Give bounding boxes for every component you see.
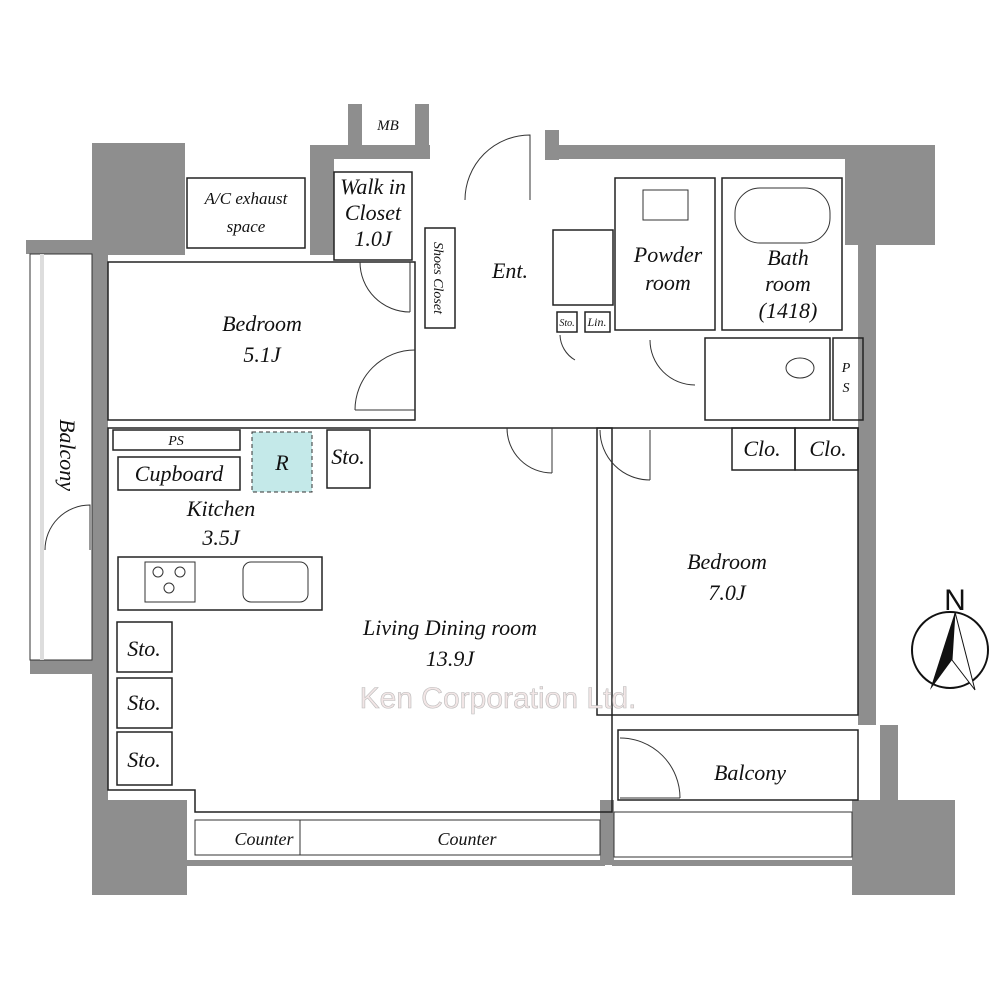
label-balcony-left: Balcony [55, 419, 80, 491]
label-closet1: Clo. [743, 436, 780, 461]
label-ac2: space [227, 217, 266, 236]
label-linen: Lin. [586, 315, 606, 329]
ps-right [832, 337, 864, 421]
label-counter2: Counter [437, 829, 497, 849]
label-ps-left: PS [167, 434, 184, 449]
north-compass-icon: N [911, 584, 989, 691]
refrigerator-space [251, 431, 313, 493]
balcony-rail [613, 811, 853, 858]
bedroom-1 [107, 261, 416, 421]
label-bedroom1-name: Bedroom [222, 311, 302, 336]
storage-small [556, 311, 578, 333]
ac-exhaust-space [186, 177, 306, 249]
compass-label: N [944, 584, 966, 617]
stove-icon [144, 561, 196, 603]
label-balcony-right: Balcony [714, 760, 786, 785]
shower [552, 229, 614, 306]
label-bath2: room [765, 271, 811, 296]
label-bath1: Bath [767, 245, 809, 270]
powder-room [614, 177, 716, 331]
label-wic3: 1.0J [354, 226, 393, 251]
label-ps-right2: S [843, 381, 850, 396]
balcony-right [617, 729, 859, 801]
label-bedroom2-size: 7.0J [708, 580, 747, 605]
walls [26, 104, 955, 895]
bathtub-icon [734, 187, 831, 244]
kitchen-counter [117, 556, 323, 611]
label-bedroom2-name: Bedroom [687, 549, 767, 574]
label-bedroom1-size: 5.1J [243, 342, 282, 367]
label-entrance: Ent. [491, 258, 528, 283]
label-wic2: Closet [345, 200, 402, 225]
label-refrigerator: R [274, 450, 289, 475]
label-sto2: Sto. [127, 690, 161, 715]
living-dining-room [107, 427, 613, 813]
label-wic1: Walk in [340, 174, 406, 199]
label-bath3: (1418) [759, 298, 818, 323]
cupboard [117, 456, 241, 491]
storage-kitchen [326, 429, 371, 489]
label-living-name: Living Dining room [362, 615, 537, 640]
closet-2 [794, 427, 859, 471]
label-cupboard: Cupboard [135, 461, 224, 486]
bath-room [721, 177, 843, 331]
storage-2 [116, 677, 173, 729]
label-powder1: Powder [633, 242, 703, 267]
label-shoes-closet: Shoes Closet [430, 242, 445, 315]
shoes-closet [424, 227, 456, 329]
linen-closet [584, 311, 611, 333]
label-kitchen-name: Kitchen [186, 496, 255, 521]
railing [40, 254, 44, 660]
label-powder2: room [645, 270, 691, 295]
storage-3 [116, 731, 173, 786]
label-counter1: Counter [234, 829, 294, 849]
label-sto-kitchen: Sto. [331, 444, 365, 469]
toilet-room [704, 337, 831, 421]
doors [44, 134, 696, 799]
watermark: Ken Corporation Ltd. [360, 682, 637, 715]
sink-icon [642, 189, 689, 221]
counter-strip [194, 819, 601, 856]
label-kitchen-size: 3.5J [201, 525, 241, 550]
storage-1 [116, 621, 173, 673]
sink-kitchen-icon [242, 561, 309, 603]
label-living-size: 13.9J [426, 646, 476, 671]
label-mb: MB [376, 118, 399, 134]
ps-left [112, 429, 241, 451]
label-closet2: Clo. [809, 436, 846, 461]
walk-in-closet [333, 171, 413, 261]
label-ac1: A/C exhaust [204, 189, 289, 208]
label-sto-small: Sto. [559, 318, 574, 329]
toilet-icon [785, 357, 815, 379]
label-ps-right1: P [841, 361, 851, 376]
bedroom-2 [596, 427, 859, 716]
label-sto1: Sto. [127, 636, 161, 661]
balcony-left [29, 253, 93, 661]
label-sto3: Sto. [127, 747, 161, 772]
